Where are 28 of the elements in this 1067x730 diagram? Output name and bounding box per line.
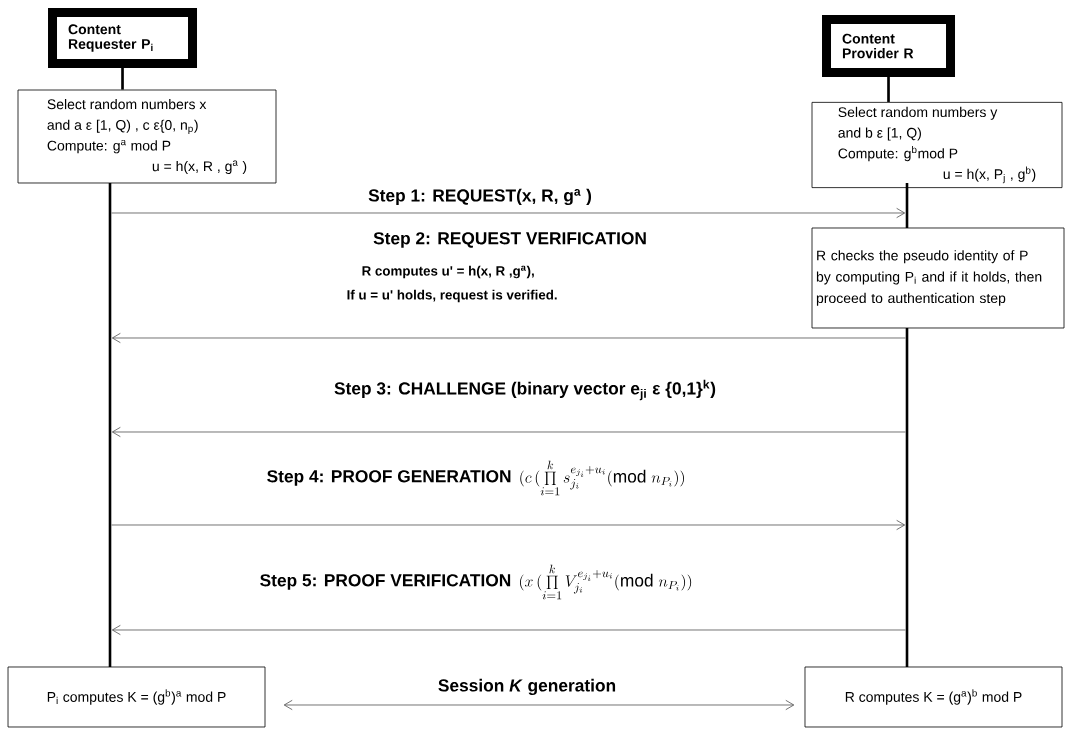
- lifeline: [108, 183, 112, 667]
- message-arrow: [111, 207, 906, 219]
- step-heading: Step 2: REQUEST VERIFICATION: [373, 232, 646, 248]
- process-box: R computes K = (g$^{a}$)$^{b}$ mod P: [804, 666, 1063, 728]
- participant-box: Content Provider R: [822, 15, 955, 77]
- lifeline: [121, 68, 124, 90]
- edge-label: Step 4: PROOF GENERATION: [267, 470, 511, 486]
- edge-label: Step 1: REQUEST(x, R, g$^{a}$ ): [368, 188, 592, 206]
- process-box: Select random numbers x and a ε [1, Q) , c ε{0, n$_{p}$) Compute: g$^{a}$ mod P u = h(x, R , g$^{a}$ ): [17, 89, 277, 184]
- message-arrow: [111, 624, 906, 636]
- edge-label: Step 5: PROOF VERIFICATION: [260, 574, 511, 590]
- process-box: Select random numbers y and b ε [1, Q) Compute: g$^{b}$mod P u = h(x, P$_{j}$ , g$^{b}$): [811, 101, 1063, 188]
- message-arrow: [111, 332, 906, 344]
- formula: $(c\,(\prod\limits_{i=1}^{k} s_{j_i}^{e_{j_i}+u_i}(\mathrm{mod}\ n_{P_i}))$: [520, 460, 684, 496]
- note-text: If u = u' holds, request is verified.: [347, 289, 557, 303]
- edge-label: Session K generation: [438, 678, 616, 696]
- note-box: R checks the pseudo identity of P by computing P$_{i}$ and if it holds, then proceed to authentication step: [811, 227, 1065, 329]
- edge-label: Step 3: CHALLENGE (binary vector e$_{ji}$ ε {0,1}$^{k}$): [334, 379, 716, 401]
- lifeline: [887, 77, 890, 102]
- arrow: [283, 699, 795, 711]
- process-box: P$_{i}$ computes K = (g$^{b}$)$^{a}$ mod P: [7, 666, 266, 728]
- note-text: R computes u' = h(x, R ,g$^{a}$),: [362, 265, 534, 279]
- lifeline: [905, 183, 909, 228]
- message-arrow: [111, 519, 906, 531]
- message-arrow: [111, 426, 906, 438]
- participant-box: Content Requester P$_{i}$: [48, 8, 197, 68]
- formula: $(x\,(\prod\limits_{i=1}^{k} V_{j_i}^{e_{j_i}+u_i}(\mathrm{mod}\ n_{P_i}))$: [520, 564, 692, 600]
- lifeline: [905, 328, 909, 667]
